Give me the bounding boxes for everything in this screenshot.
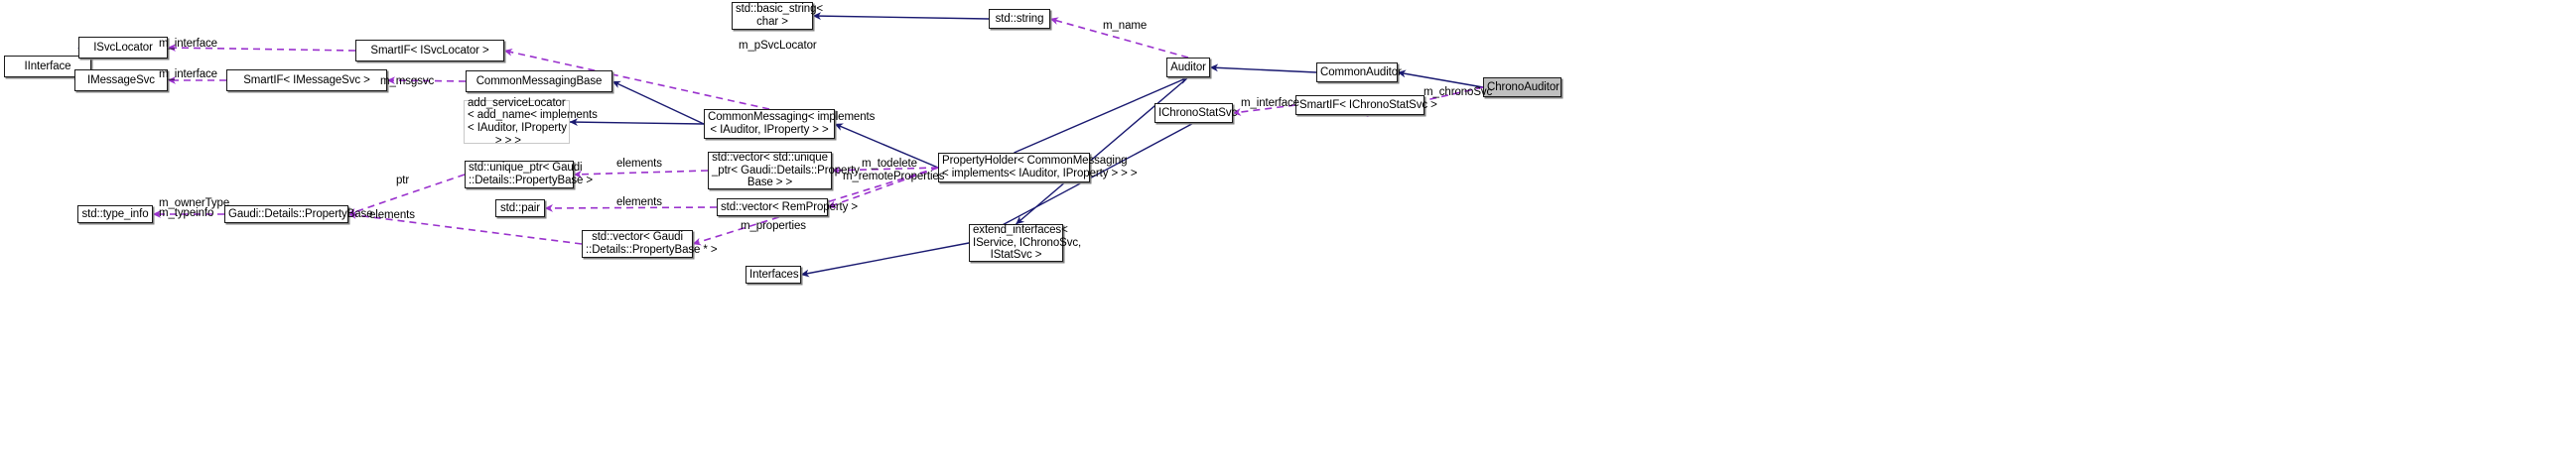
class-node-uniqueptr[interactable]: std::unique_ptr< Gaudi ::Details::Proper… [465,161,594,188]
class-node-commonauditor[interactable]: CommonAuditor [1316,62,1402,82]
edge-label-l_m_interface_2: m_interface [159,68,217,80]
edge-stdstring-to-basicstring [812,12,990,21]
edge-label-l_m_ownertype: m_ownerType [159,197,230,209]
class-node-label: std::pair [499,201,540,214]
edge-chronoauditor-to-commonauditor [1397,69,1484,88]
edge-auditor-to-extendifaces [1016,76,1189,225]
class-node-label: IChronoStatSvc [1158,106,1238,119]
edge-label-l_m_interface_1: m_interface [159,38,217,50]
class-node-smartif_isvcloc[interactable]: SmartIF< ISvcLocator > [355,40,504,61]
class-node-label: SmartIF< IChronoStatSvc > [1299,98,1437,111]
edge-label-l_ptr: ptr [396,175,410,186]
class-node-label: CommonMessaging< implements < IAuditor, … [708,111,876,136]
class-node-label: ISvcLocator [93,41,153,54]
edge-label-l_elements_2: elements [616,196,662,208]
class-node-commonmsgbase[interactable]: CommonMessagingBase [466,70,612,92]
edge-label-l_m_msgsvc: m_msgsvc [380,75,435,87]
edge-label-l_m_interface_3: m_interface [1241,97,1299,109]
edge-commonmessaging-to-commonmsgbase [611,80,705,125]
class-node-label: std::unique_ptr< Gaudi ::Details::Proper… [469,162,594,186]
class-node-chronoauditor[interactable]: ChronoAuditor [1483,77,1561,97]
class-node-label: std::vector< std::unique _ptr< Gaudi::De… [712,152,860,189]
class-node-label: std::type_info [81,207,149,220]
edge-commonmessaging-to-addservicelocator [569,118,705,127]
class-node-stdstring[interactable]: std::string [989,9,1050,29]
edge-paths [73,12,1484,278]
class-node-vec_remproperty[interactable]: std::vector< RemProperty > [717,198,859,216]
class-node-isvclocator[interactable]: ISvcLocator [78,37,168,59]
edge-label-l_m_psvclocator: m_pSvcLocator [739,40,817,52]
class-node-imessagesvc[interactable]: IMessageSvc [74,69,168,91]
class-node-label: SmartIF< IMessageSvc > [243,73,370,86]
class-node-ichronostatsvc[interactable]: IChronoStatSvc [1154,103,1238,123]
edge-label-l_m_chronosvc: m_chronoSvc [1424,86,1493,98]
class-node-label: CommonAuditor [1320,65,1402,78]
class-node-label: std::basic_string< char > [736,3,824,28]
class-node-label: std::vector< RemProperty > [721,200,859,213]
class-node-label: add_serviceLocator < add_name< implement… [468,96,598,147]
class-node-addservicelocator[interactable]: add_serviceLocator < add_name< implement… [464,96,598,147]
class-node-basicstring[interactable]: std::basic_string< char > [732,2,824,30]
class-node-label: PropertyHolder< CommonMessaging < implem… [942,155,1138,179]
edge-commonauditor-to-auditor [1209,63,1317,73]
class-node-label: std::vector< Gaudi ::Details::PropertyBa… [586,231,718,256]
class-node-vec_uniqueptr[interactable]: std::vector< std::unique _ptr< Gaudi::De… [708,152,860,189]
class-node-label: Interfaces [749,268,799,281]
class-node-extendifaces[interactable]: extend_interfaces< IService, IChronoSvc,… [969,224,1082,262]
class-node-label: ChronoAuditor [1487,80,1559,93]
edge-vec_uniqueptr-to-uniqueptr [573,170,709,178]
edge-label-l_m_name: m_name [1103,20,1148,32]
class-node-interfaces[interactable]: Interfaces [746,266,801,284]
class-node-propertyholder[interactable]: PropertyHolder< CommonMessaging < implem… [938,153,1138,182]
class-node-smartif_ichrono[interactable]: SmartIF< IChronoStatSvc > [1295,95,1437,115]
class-node-smartif_imsgsvc[interactable]: SmartIF< IMessageSvc > [226,69,387,91]
class-node-label: Gaudi::Details::PropertyBase [228,207,373,220]
edge-label-l_m_remoteprops: m_remoteProperties [843,171,945,182]
class-node-stdpair[interactable]: std::pair [495,199,545,217]
class-node-label: SmartIF< ISvcLocator > [370,44,489,57]
class-node-auditor[interactable]: Auditor [1166,58,1210,77]
class-node-iinterface[interactable]: IInterface [4,56,91,77]
edge-label-l_m_typeinfo: m_typeinfo [159,207,214,219]
class-node-label: CommonMessagingBase [475,74,603,87]
class-node-commonmessaging[interactable]: CommonMessaging< implements < IAuditor, … [704,109,876,139]
edge-label-l_m_todelete: m_todelete [862,158,917,170]
class-node-label: Auditor [1170,60,1206,73]
class-node-label: IInterface [24,59,71,72]
class-node-propertybase[interactable]: Gaudi::Details::PropertyBase [224,205,373,223]
class-node-typeinfo[interactable]: std::type_info [77,205,153,223]
class-node-label: extend_interfaces< IService, IChronoSvc,… [973,224,1082,262]
edge-label-l_elements_1: elements [616,158,662,170]
class-node-vec_propbaseptr[interactable]: std::vector< Gaudi ::Details::PropertyBa… [582,230,718,258]
class-node-label: std::string [995,12,1044,25]
class-node-label: IMessageSvc [87,73,155,86]
edge-label-l_m_properties: m_properties [741,220,806,232]
edge-extendifaces-to-interfaces [800,242,970,278]
edge-label-l_elements_3: elements [369,209,415,221]
